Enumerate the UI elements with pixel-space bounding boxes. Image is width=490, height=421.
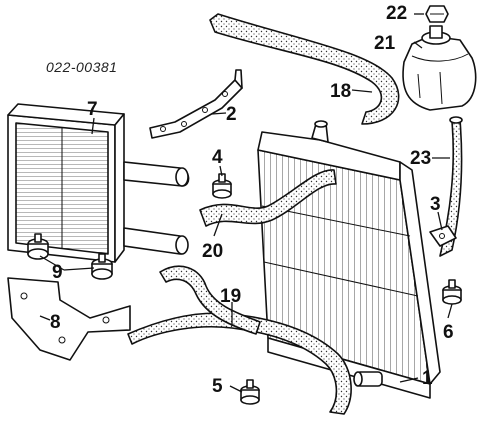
reference-code: 022-00381 — [46, 59, 117, 75]
heater-core — [7, 103, 190, 263]
coolant-reservoir — [402, 25, 477, 111]
rubber-mount-5 — [240, 379, 260, 405]
radiator — [257, 120, 441, 399]
callout-1: 1 — [422, 368, 433, 389]
rubber-mount-6 — [442, 279, 462, 305]
callout-9: 9 — [52, 262, 63, 283]
callout-4: 4 — [212, 147, 223, 168]
callout-6: 6 — [443, 322, 454, 343]
callout-18: 18 — [330, 81, 351, 102]
callout-20: 20 — [202, 241, 223, 262]
rubber-mount-a — [27, 233, 49, 260]
heater-hose-lower — [159, 265, 261, 335]
mounting-bracket — [149, 69, 243, 139]
callout-3: 3 — [430, 194, 441, 215]
callout-21: 21 — [374, 33, 396, 54]
callout-22: 22 — [386, 3, 407, 24]
heater-hose-upper — [199, 169, 337, 227]
rubber-mount-b — [91, 253, 113, 280]
callout-7: 7 — [87, 99, 98, 120]
reservoir-cap — [425, 5, 449, 23]
callout-8: 8 — [50, 312, 61, 333]
leader-lines — [39, 13, 453, 393]
callout-5: 5 — [212, 376, 223, 397]
support-plate — [7, 277, 131, 361]
upper-radiator-hose — [209, 13, 400, 125]
overflow-hose — [439, 119, 463, 257]
callout-19: 19 — [220, 286, 241, 307]
rubber-mount-4 — [212, 173, 232, 199]
callout-2: 2 — [226, 104, 237, 125]
callout-23: 23 — [410, 148, 431, 169]
